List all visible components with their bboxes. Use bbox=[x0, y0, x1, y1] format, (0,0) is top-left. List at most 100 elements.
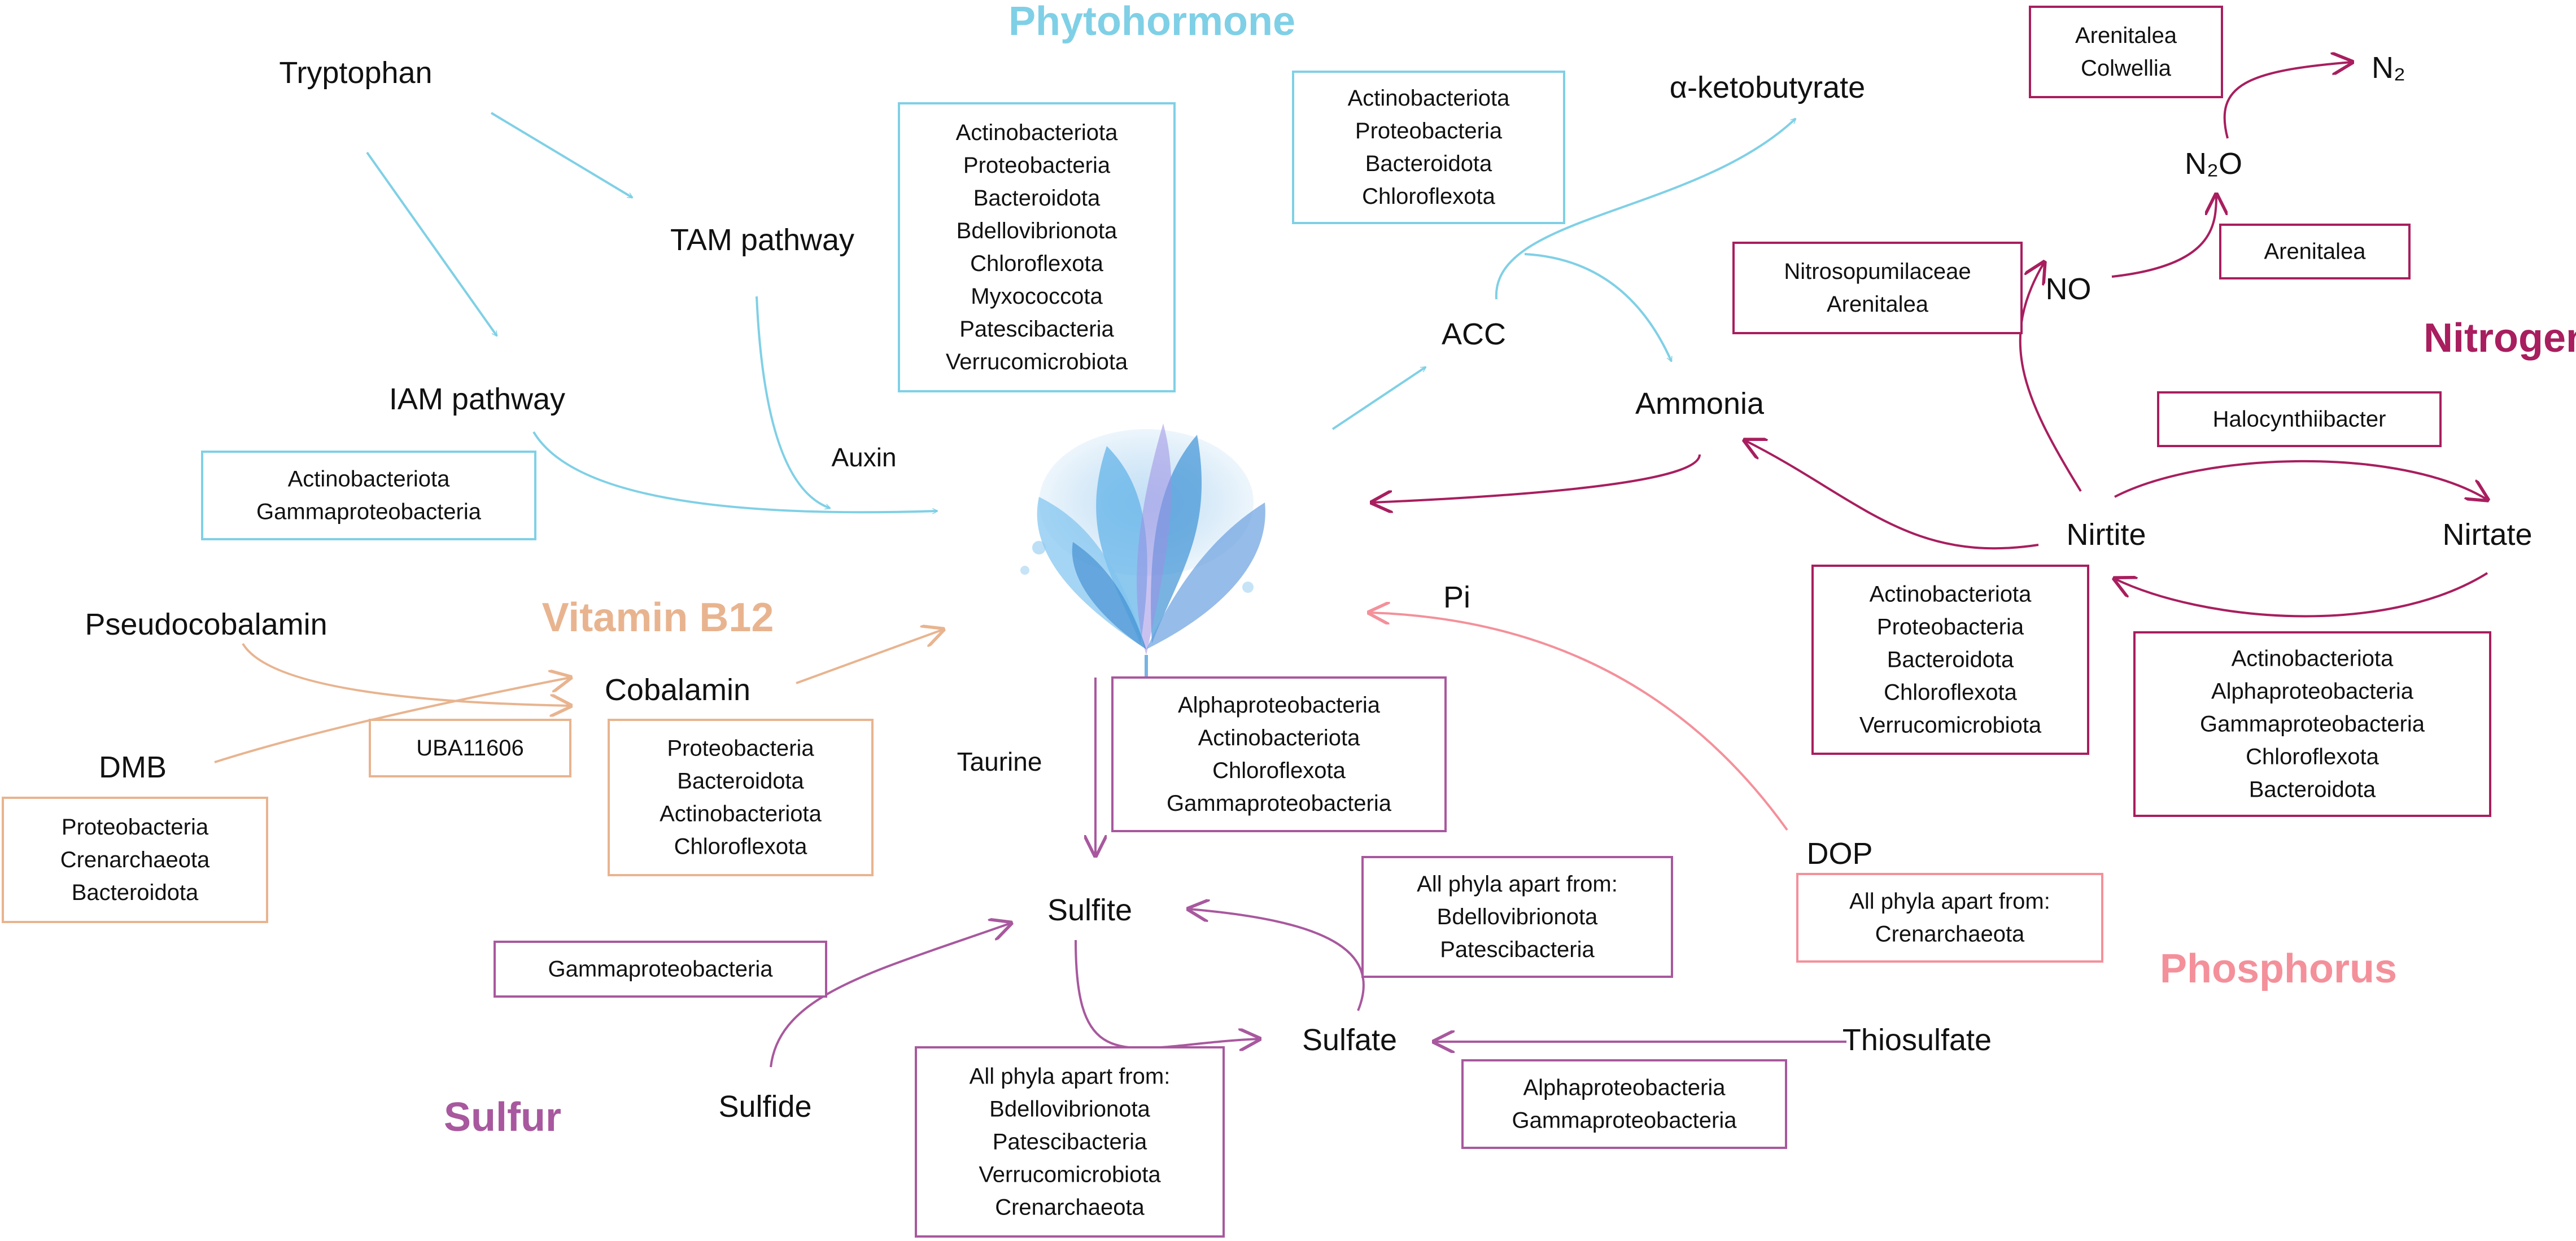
taxa-box-cobalamin-line: Actinobacteriota bbox=[660, 801, 822, 826]
arrow-tam-seaweed bbox=[756, 296, 830, 508]
taxa-box-nitrate-up-line: Halocynthiibacter bbox=[2213, 407, 2386, 431]
taxa-box-nitrate-up bbox=[2157, 391, 2442, 447]
taxa-box-acc-line: Proteobacteria bbox=[1355, 119, 1503, 143]
taxa-box-iam-line: Gammaproteobacteria bbox=[256, 499, 482, 524]
taxa-box-sulfite-sulfate bbox=[915, 1046, 1225, 1238]
taxa-box-dmb-line: Proteobacteria bbox=[62, 815, 209, 840]
taxa-box-dop-line: Crenarchaeota bbox=[1875, 921, 2025, 946]
node-auxin: Auxin bbox=[831, 443, 896, 472]
category-vitamin-b12: Vitamin B12 bbox=[542, 595, 774, 640]
category-phosphorus: Phosphorus bbox=[2160, 946, 2397, 991]
taxa-box-n2-line: Colwellia bbox=[2081, 56, 2172, 81]
node-dmb: DMB bbox=[99, 750, 167, 784]
node-pi: Pi bbox=[1443, 580, 1470, 614]
taxa-box-thiosulfate-line: Alphaproteobacteria bbox=[1523, 1075, 1726, 1100]
taxa-box-thiosulfate bbox=[1461, 1059, 1787, 1149]
taxa-box-nitrite-ammonia bbox=[1811, 565, 2089, 755]
taxa-box-cobalamin-line: Proteobacteria bbox=[667, 736, 814, 761]
node-taurine: Taurine bbox=[957, 747, 1042, 776]
node-sulfide: Sulfide bbox=[718, 1090, 811, 1124]
taxa-box-auxin-line: Myxococcota bbox=[971, 284, 1103, 309]
taxa-box-dop bbox=[1796, 873, 2103, 963]
node-pseudocobalamin: Pseudocobalamin bbox=[85, 608, 327, 641]
taxa-box-nitrite-ammonia-line: Proteobacteria bbox=[1877, 614, 2024, 639]
taxa-box-sulfite-sulfate-line: Patescibacteria bbox=[993, 1129, 1147, 1154]
taxa-box-thiosulfate-line: Gammaproteobacteria bbox=[1512, 1108, 1737, 1133]
arrow-seaweed-acc bbox=[1331, 366, 1426, 430]
taxa-box-nitrate-nitrite bbox=[2133, 631, 2491, 817]
taxa-box-acc-line: Chloroflexota bbox=[1362, 184, 1495, 209]
taxa-box-nitrite-ammonia-line: Actinobacteriota bbox=[1870, 582, 2032, 606]
taxa-box-cobalamin bbox=[608, 719, 874, 876]
taxa-box-auxin-line: Proteobacteria bbox=[963, 153, 1111, 178]
taxa-box-sulfite-sulfate-line: Verrucomicrobiota bbox=[979, 1162, 1161, 1187]
arrow-no-n2o bbox=[2111, 195, 2216, 278]
taxa-box-nitrate-nitrite-line: Bacteroidota bbox=[2249, 777, 2376, 802]
taxa-box-nitrite-ammonia-line: Chloroflexota bbox=[1884, 680, 2017, 705]
node-sulfate: Sulfate bbox=[1302, 1023, 1397, 1057]
taxa-box-uba bbox=[369, 719, 571, 777]
taxa-box-nitrate-nitrite-line: Alphaproteobacteria bbox=[2211, 679, 2414, 703]
taxa-box-auxin bbox=[898, 102, 1176, 392]
taxa-box-sulfide-line: Gammaproteobacteria bbox=[548, 956, 774, 981]
taxa-box-n2o-line: Arenitalea bbox=[2264, 239, 2366, 264]
taxa-box-acc bbox=[1292, 71, 1565, 224]
taxa-box-cobalamin-line: Bacteroidota bbox=[677, 768, 804, 793]
category-phytohormone: Phytohormone bbox=[1008, 0, 1295, 44]
taxa-box-taurine-line: Actinobacteriota bbox=[1198, 726, 1361, 750]
taxa-box-nitrate-nitrite-line: Chloroflexota bbox=[2246, 744, 2379, 769]
taxa-box-auxin-line: Verrucomicrobiota bbox=[946, 349, 1128, 374]
seaweed-illustration bbox=[1020, 423, 1265, 678]
taxa-box-sulfate-sulfite-line: Bdellovibrionota bbox=[1437, 904, 1598, 929]
taxa-box-no-line: Nitrosopumilaceae bbox=[1784, 259, 1971, 284]
taxa-box-acc-line: Bacteroidota bbox=[1365, 151, 1492, 176]
arrow-nitrite-no bbox=[2019, 263, 2082, 492]
arrow-iam-seaweed bbox=[532, 431, 937, 512]
taxa-box-nitrate-nitrite-line: Actinobacteriota bbox=[2232, 646, 2394, 671]
taxa-box-sulfate-sulfite bbox=[1361, 856, 1673, 978]
node-tam-pathway: TAM pathway bbox=[670, 223, 854, 257]
node-nitrite: Nirtite bbox=[2066, 518, 2146, 552]
node-iam-pathway: IAM pathway bbox=[389, 382, 565, 416]
taxa-box-dmb-line: Bacteroidota bbox=[72, 880, 199, 905]
taxa-box-taurine bbox=[1111, 676, 1447, 832]
node-tryptophan: Tryptophan bbox=[279, 56, 432, 90]
node-ammonia: Ammonia bbox=[1635, 387, 1765, 421]
taxa-box-auxin-line: Patescibacteria bbox=[959, 317, 1114, 342]
taxa-box-sulfate-sulfite-line: All phyla apart from: bbox=[1417, 872, 1618, 897]
taxa-box-uba-line: UBA11606 bbox=[416, 736, 524, 761]
taxa-box-n2o bbox=[2219, 224, 2411, 279]
taxa-box-dmb-line: Crenarchaeota bbox=[60, 847, 210, 872]
taxa-box-no-line: Arenitalea bbox=[1827, 292, 1929, 317]
node-sulfite: Sulfite bbox=[1047, 893, 1132, 927]
taxa-box-sulfide bbox=[494, 941, 827, 998]
taxa-box-nitrite-ammonia-line: Verrucomicrobiota bbox=[1859, 713, 2042, 737]
taxa-box-n2 bbox=[2029, 6, 2223, 98]
node-no: NO bbox=[2046, 272, 2092, 306]
node-cobalamin: Cobalamin bbox=[605, 673, 750, 707]
taxa-box-acc-line: Actinobacteriota bbox=[1348, 86, 1510, 111]
arrow-nitrite-ammonia bbox=[1745, 440, 2039, 550]
arrow-acc-ammonia bbox=[1524, 253, 1673, 361]
arrow-sulfate-sulfite bbox=[1189, 909, 1365, 1011]
taxa-box-nitrate-nitrite-line: Gammaproteobacteria bbox=[2200, 711, 2425, 736]
taxa-box-n2-line: Arenitalea bbox=[2075, 23, 2177, 48]
taxa-box-sulfite-sulfate-line: All phyla apart from: bbox=[970, 1064, 1171, 1089]
arrow-tryptophan-tam bbox=[490, 112, 632, 199]
node-ketobutyrate: α-ketobutyrate bbox=[1670, 71, 1865, 104]
taxa-box-iam-line: Actinobacteriota bbox=[288, 466, 451, 491]
arrow-dmb-cobalamin bbox=[214, 678, 570, 763]
arrow-ammonia-seaweed bbox=[1372, 454, 1701, 502]
taxa-box-iam bbox=[201, 451, 536, 540]
taxa-box-sulfate-sulfite-line: Patescibacteria bbox=[1440, 937, 1595, 962]
taxa-box-cobalamin-line: Chloroflexota bbox=[674, 834, 807, 859]
taxa-box-auxin-line: Bdellovibrionota bbox=[957, 219, 1117, 243]
node-acc: ACC bbox=[1442, 317, 1506, 351]
arrow-dop-seaweed bbox=[1369, 613, 1788, 831]
node-n2: N₂ bbox=[2372, 51, 2405, 85]
taxa-box-auxin-line: Bacteroidota bbox=[973, 186, 1101, 211]
category-sulfur: Sulfur bbox=[444, 1095, 561, 1140]
arrow-sulfide-sulfite bbox=[770, 923, 1011, 1068]
taxa-box-sulfite-sulfate-line: Bdellovibrionota bbox=[989, 1096, 1150, 1121]
